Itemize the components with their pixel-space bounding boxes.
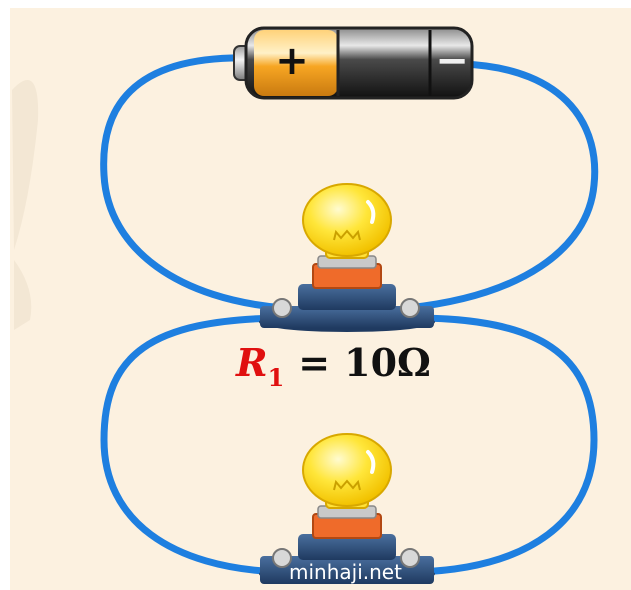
lamp-bottom	[259, 433, 435, 584]
resistance-symbol: R	[236, 340, 268, 385]
battery-positive-band	[254, 30, 338, 96]
battery-minus-sign: −	[435, 38, 469, 84]
resistance-label: R1 = 10Ω	[236, 333, 431, 393]
lamp-bottom-screw-left	[272, 548, 292, 568]
lamp-top-screw-right	[400, 298, 420, 318]
lamp-top-base-plate	[260, 306, 434, 328]
resistance-value: 10Ω	[344, 340, 431, 385]
lamp-top	[259, 183, 435, 332]
wire-top-left	[100, 54, 289, 312]
lamp-bottom-screw-right	[400, 548, 420, 568]
wire-bottom-right	[410, 314, 598, 576]
lamp-bottom-filament	[333, 479, 361, 491]
lamp-bottom-glint	[366, 450, 376, 474]
lamp-bottom-bulb	[302, 433, 392, 507]
wire-top-right	[404, 60, 599, 312]
lamp-top-filament	[333, 229, 361, 241]
wire-bottom-left	[100, 314, 284, 576]
resistance-subscript: 1	[267, 363, 285, 392]
lamp-top-glint	[366, 200, 376, 224]
battery-plus-sign: +	[275, 38, 309, 84]
background-watermark-shape	[12, 80, 39, 330]
lamp-bottom-pedestal	[298, 534, 396, 560]
site-watermark: minhaji.net	[289, 560, 402, 584]
equals-sign: =	[298, 340, 331, 385]
wires	[100, 54, 599, 576]
lamp-top-pedestal	[298, 284, 396, 310]
lamp-bottom-base-plate	[260, 556, 434, 584]
lamp-top-bulb	[302, 183, 392, 257]
battery: + −	[233, 26, 474, 100]
lamp-top-screw-left	[272, 298, 292, 318]
